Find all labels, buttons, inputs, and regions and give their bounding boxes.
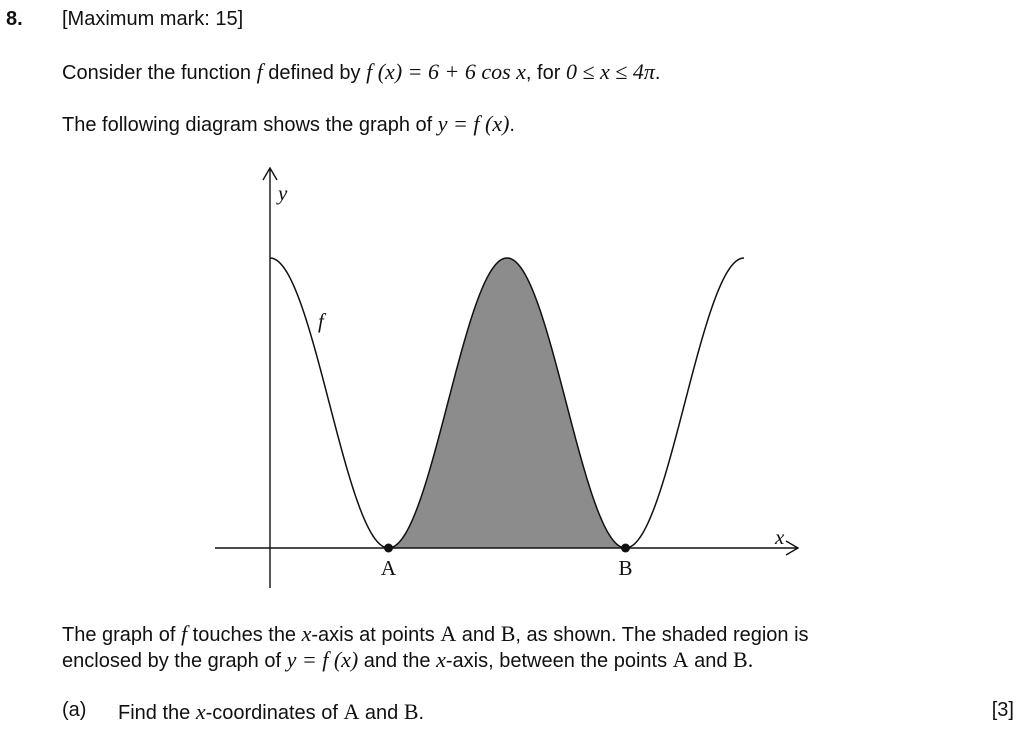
math-domain: 0 ≤ x ≤ 4π (565, 59, 655, 84)
math-x: x (195, 699, 206, 724)
math-f: f (256, 59, 263, 84)
y-axis-arrowhead (262, 166, 278, 181)
point-a (384, 543, 393, 553)
point-a-label: A (381, 556, 397, 580)
part-a-marks: [3] (991, 699, 1014, 721)
question-line-3: The graph of f touches the x-axis at poi… (62, 621, 809, 647)
question-line-4: enclosed by the graph of y = f (x) and t… (62, 647, 753, 673)
text: and the (358, 650, 437, 672)
text: . (654, 62, 661, 84)
text: The following diagram shows the graph of (62, 114, 438, 136)
curve-label-f: f (318, 309, 327, 333)
question-line-1: Consider the function f defined by f (x)… (62, 59, 660, 85)
text: -axis at points (311, 624, 441, 646)
text: and (688, 650, 734, 672)
math-b: B (733, 647, 748, 672)
text: . (418, 702, 425, 724)
math-f: f (180, 621, 188, 646)
text: Find the (118, 702, 196, 724)
question-line-2: The following diagram shows the graph of… (62, 111, 515, 137)
text: . (509, 114, 515, 136)
math-a: A (440, 621, 457, 646)
math-x: x (436, 647, 446, 672)
math-a: A (672, 647, 689, 672)
text: and (456, 624, 501, 646)
math-y-equals-f: y = f (x) (437, 111, 510, 136)
shaded-region (388, 258, 626, 548)
text: -coordinates of (205, 702, 344, 724)
y-axis-label: y (276, 181, 288, 205)
text: defined by (262, 62, 367, 84)
curve-f (269, 257, 745, 549)
question-number: 8. (6, 8, 23, 30)
text: , for (525, 62, 566, 84)
math-b: B (403, 699, 419, 724)
maximum-mark: [Maximum mark: 15] (62, 8, 244, 30)
text: , as shown. The shaded region is (515, 624, 809, 646)
text: Consider the function (62, 62, 257, 84)
text: The graph of (62, 624, 181, 646)
text: . (747, 647, 754, 672)
x-axis-label: x (774, 525, 785, 549)
math-a: A (343, 699, 360, 724)
math-function-definition: f (x) = 6 + 6 cos x (366, 59, 526, 84)
math-b: B (500, 621, 516, 646)
text: touches the (187, 624, 302, 646)
text: and (359, 702, 404, 724)
point-b (621, 543, 630, 553)
point-b-label: B (618, 556, 632, 580)
math-y-equals-f: y = f (x) (286, 647, 359, 672)
function-graph: y x f A B (215, 166, 800, 588)
math-x: x (301, 621, 312, 646)
text: -axis, between the points (445, 650, 673, 672)
text: enclosed by the graph of (62, 650, 287, 672)
x-axis-arrowhead (785, 540, 800, 556)
part-a-question: Find the x-coordinates of A and B. (118, 699, 424, 725)
part-a-label: (a) (62, 699, 87, 721)
